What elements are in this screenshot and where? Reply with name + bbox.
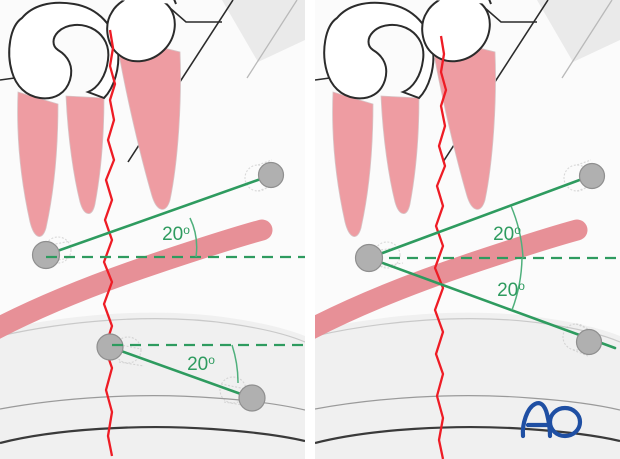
tooth-mesial-root [332, 91, 374, 237]
tooth-mesial-root-distal [380, 95, 420, 214]
lower-screw-tip-head [575, 328, 603, 356]
panel-right-convergent-screws: 20o 20o [315, 0, 620, 459]
lower-screw-axis [108, 345, 254, 400]
tooth-distal-root [430, 35, 496, 210]
tooth-distal-pulp-highlight [433, 4, 473, 42]
panel-left-divergent-screws: 20o 20o [0, 0, 305, 459]
mandible-body-shading [315, 312, 620, 459]
tooth-mesial-root-distal [65, 95, 105, 214]
lower-angle-degree-symbol: o [208, 353, 215, 367]
tooth-distal-root [115, 35, 181, 210]
fracture-line [102, 29, 117, 457]
upper-screw-axis [44, 173, 274, 257]
lower-screw-tip-head [238, 384, 266, 412]
upper-angle-arc [189, 217, 198, 258]
ramus-shadow [537, 0, 620, 62]
lower-angle-arc [231, 344, 239, 384]
tooth-mesial-root [17, 91, 59, 237]
mandible-lower-contour [0, 395, 305, 411]
upper-angle-label: 20o [162, 223, 190, 245]
lower-angle-arc [511, 257, 523, 311]
mandible-lower-contour [315, 395, 620, 411]
mandible-inner-contour [0, 318, 305, 343]
upper-screw-tip-head [578, 162, 606, 190]
lower-screw-axis [367, 256, 617, 350]
retromolar-outline [169, 7, 222, 23]
ao-logo [520, 401, 583, 439]
ao-logo-letter-o [547, 405, 583, 439]
upper-screw-head [31, 240, 61, 270]
lower-angle-value: 20 [497, 280, 518, 301]
upper-screw-axis [367, 173, 595, 260]
tooth-distal-crown-upper [117, 0, 177, 5]
fracture-line [433, 35, 448, 459]
lower-angle-label: 20o [187, 353, 215, 375]
tooth-distal-crown-upper [432, 0, 492, 5]
inferior-alveolar-nerve-canal [315, 219, 588, 339]
upper-angle-degree-symbol: o [183, 223, 190, 237]
ramus-posterior-border [246, 0, 298, 79]
inferior-alveolar-nerve-canal [0, 219, 273, 339]
lower-screw-head [96, 333, 124, 361]
shared-screw-head [354, 243, 384, 273]
ramus-shadow [222, 0, 305, 62]
upper-angle-degree-symbol: o [514, 223, 521, 237]
lower-angle-label: 20o [497, 279, 525, 301]
retromolar-outline [484, 7, 537, 23]
mandible-inferior-border [315, 426, 620, 445]
ao-logo-letter-a [520, 401, 553, 439]
mandible-inferior-border [0, 426, 305, 445]
lower-angle-value: 20 [187, 354, 208, 375]
tooth-distal-pulp-highlight [118, 4, 158, 42]
lower-angle-degree-symbol: o [518, 279, 525, 293]
upper-screw-tip-head [257, 161, 285, 189]
upper-angle-label: 20o [493, 223, 521, 245]
upper-angle-value: 20 [162, 224, 183, 245]
upper-angle-arc [510, 205, 524, 259]
upper-angle-value: 20 [493, 224, 514, 245]
mandible-body-shading [0, 312, 305, 459]
ramus-posterior-border [561, 0, 613, 79]
